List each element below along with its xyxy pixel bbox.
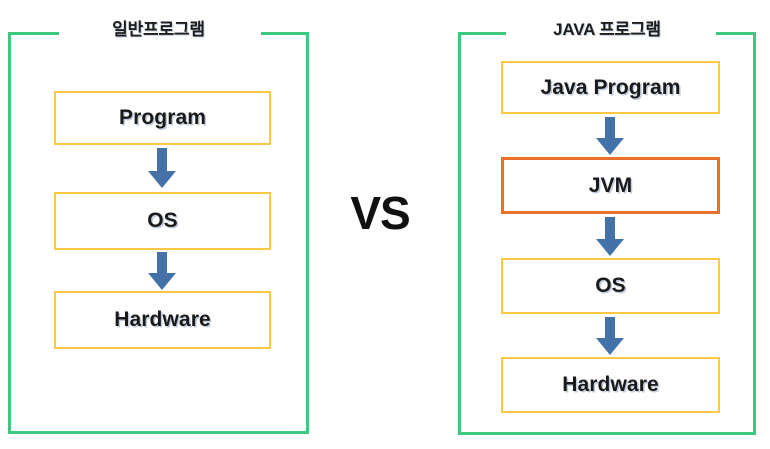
arrow-down-jvm-to-os (595, 217, 625, 256)
layer-label-os-java: OS (595, 274, 626, 297)
arrow-down-program-to-os (147, 148, 177, 188)
arrow-down-os-to-hardware (147, 252, 177, 290)
versus-label: VS (350, 187, 410, 239)
panel-title-general-program: 일반프로그램 (112, 20, 205, 39)
arrow-down-os-to-hardware-java (595, 317, 625, 355)
panel-title-notch-left (59, 29, 261, 38)
layer-label-hardware-java: Hardware (562, 373, 659, 396)
layer-box-jvm: JVM (501, 157, 720, 214)
layer-box-os-java: OS (501, 258, 720, 314)
layer-box-os-general: OS (54, 192, 271, 250)
layer-box-java-program: Java Program (501, 61, 720, 114)
layer-label-program: Program (118, 106, 207, 129)
panel-title-java-program: JAVA 프로그램 (553, 20, 661, 39)
layer-box-hardware-java: Hardware (501, 357, 720, 413)
layer-box-hardware-general: Hardware (54, 291, 271, 349)
layer-label-jvm: JVM (588, 173, 633, 197)
panel-general-program: 일반프로그램 (8, 20, 309, 434)
arrow-down-javaprogram-to-jvm (595, 117, 625, 155)
layer-label-os-general: OS (147, 209, 178, 232)
layer-label-hardware-general: Hardware (114, 308, 211, 331)
panel-title-notch-right (506, 29, 716, 38)
layer-box-program: Program (54, 91, 271, 145)
panel-java-program: JAVA 프로그램 (458, 20, 756, 435)
layer-label-java-program: Java Program (540, 75, 681, 99)
